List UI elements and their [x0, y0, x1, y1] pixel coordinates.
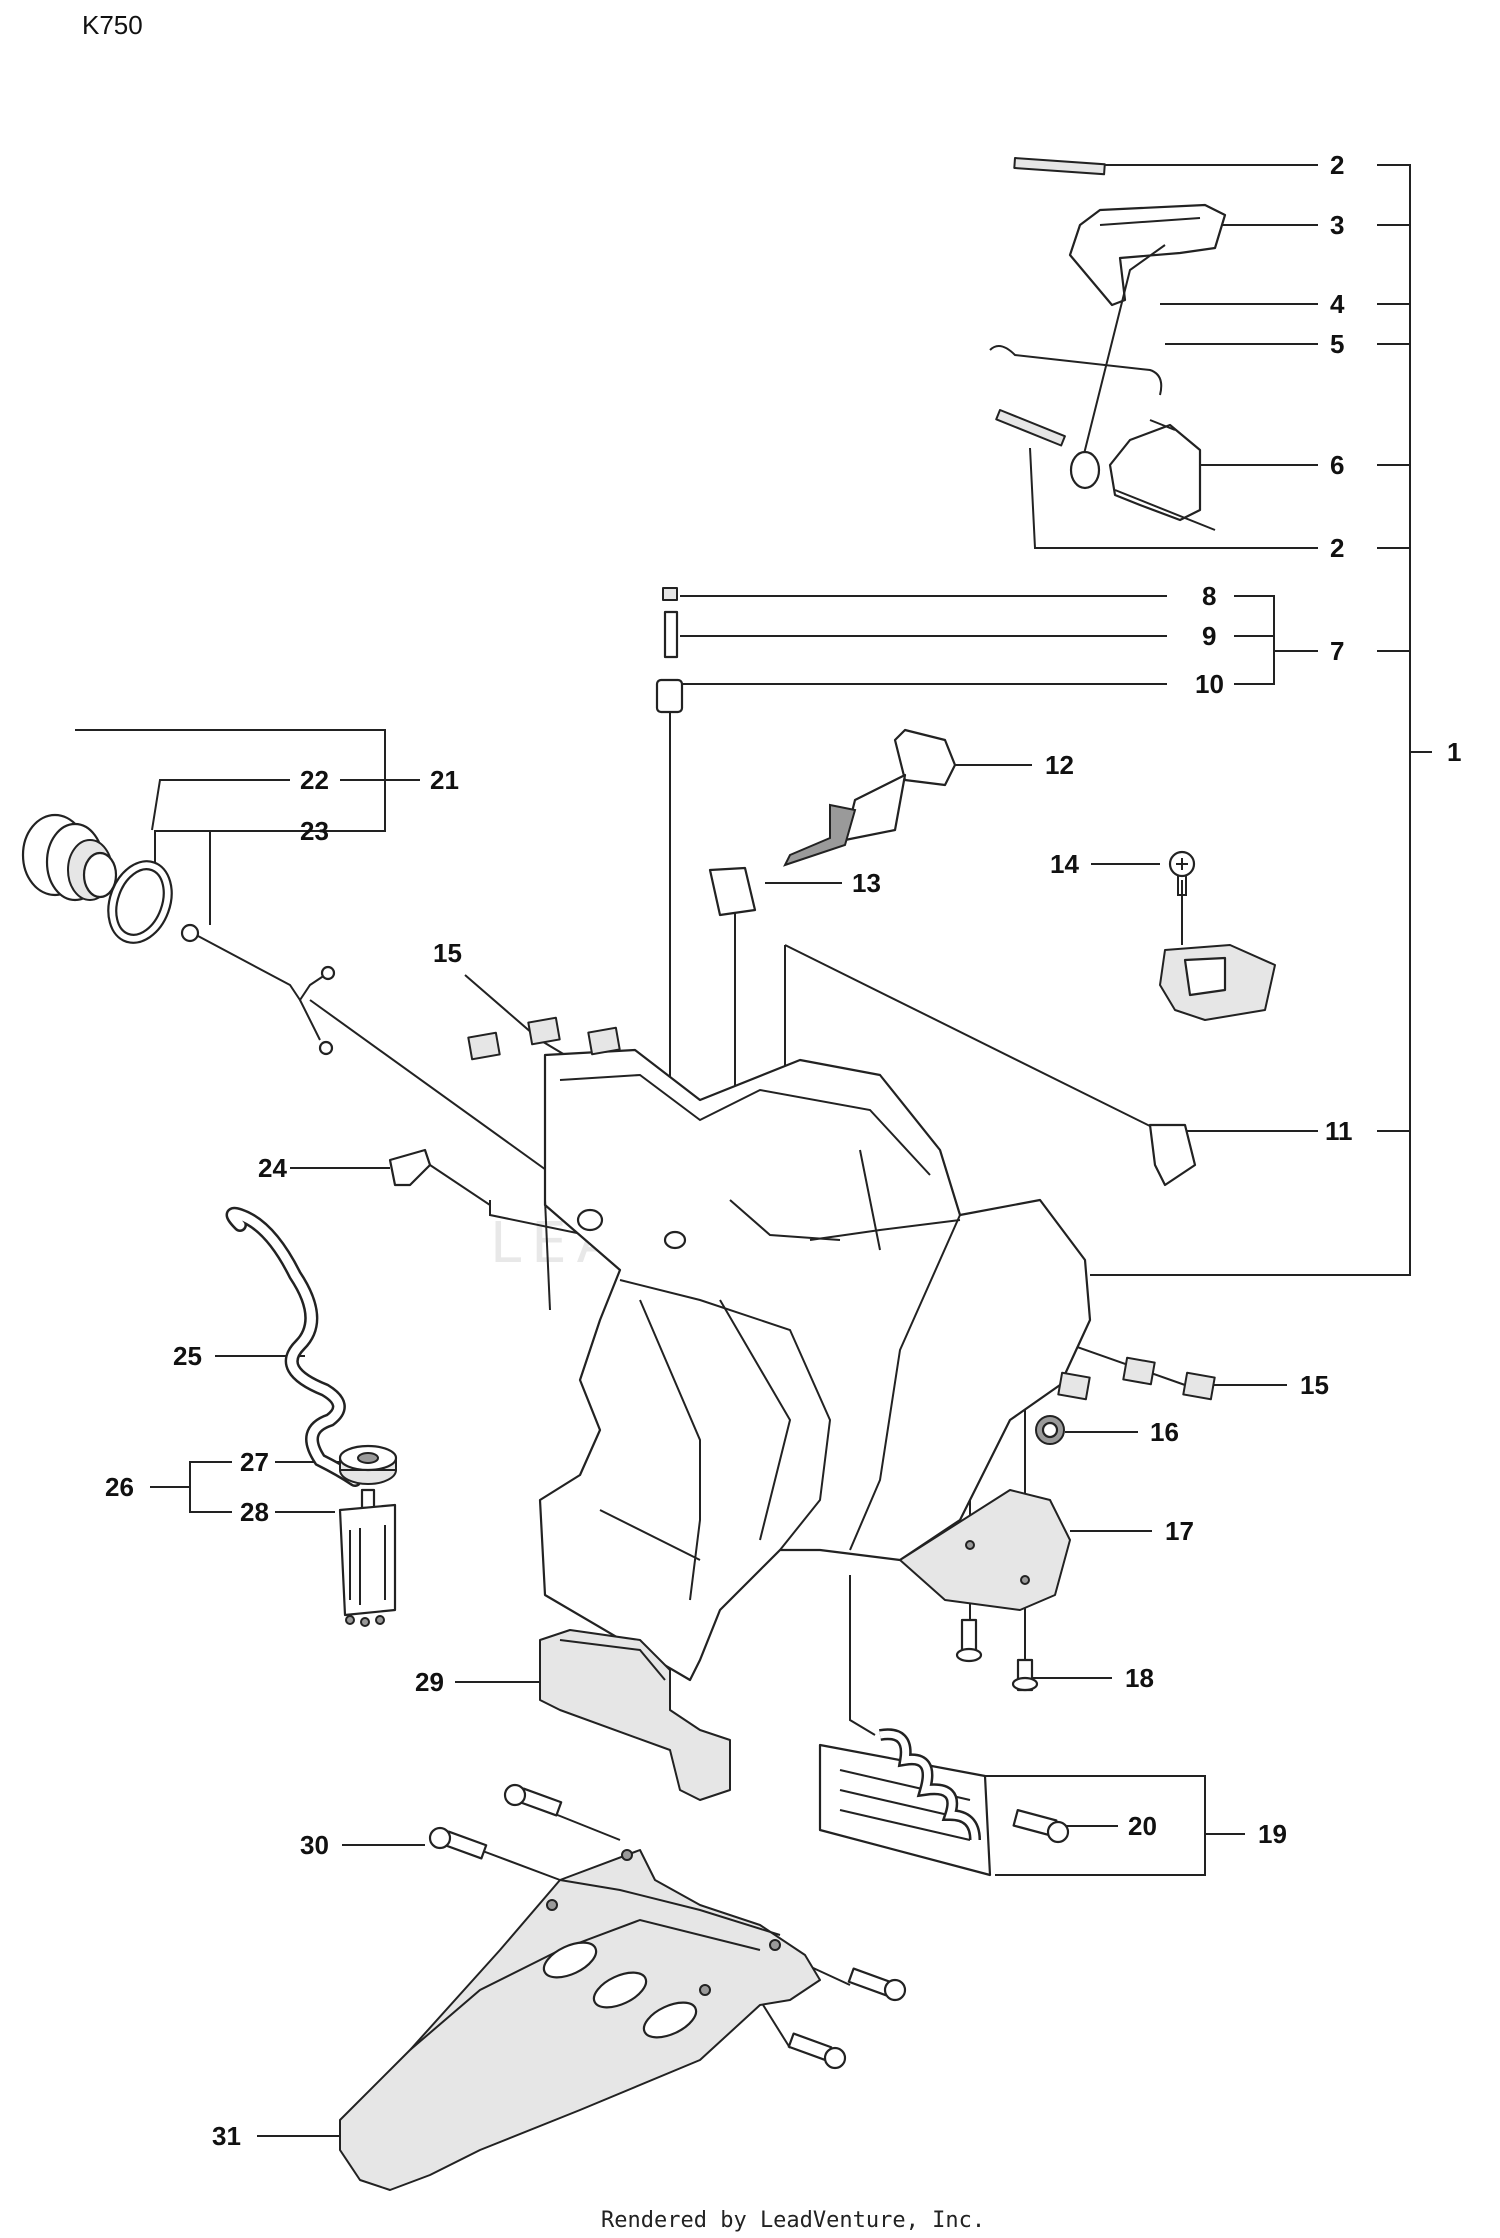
callout-13: 13: [852, 868, 881, 898]
part-31-skid-plate: [339, 1849, 821, 2191]
footer-credit: Rendered by LeadVenture, Inc.: [601, 2208, 985, 2233]
callout-28: 28: [240, 1497, 269, 1527]
part-12-valve: [783, 728, 957, 867]
part-24-clip: [388, 1148, 432, 1187]
callout-7: 7: [1330, 636, 1344, 666]
callout-11: 11: [1325, 1116, 1353, 1146]
callout-23: 23: [300, 816, 329, 846]
callout-27: 27: [240, 1447, 269, 1477]
callout-15-lower: 15: [1300, 1370, 1329, 1400]
callout-21: 21: [430, 765, 459, 795]
callout-12: 12: [1045, 750, 1074, 780]
callout-6: 6: [1330, 450, 1344, 480]
callout-22: 22: [300, 765, 329, 795]
callout-31: 31: [212, 2121, 241, 2151]
callout-2-lower: 2: [1330, 533, 1344, 563]
part-ignition-module: [1159, 944, 1276, 1021]
part-18-screws: [955, 1618, 1039, 1692]
part-15-nuts-upper: [467, 1016, 621, 1061]
part-29-cover: [539, 1629, 731, 1801]
callout-24: 24: [258, 1153, 287, 1183]
callout-1: 1: [1447, 737, 1461, 767]
part-2-pin-upper: [1013, 157, 1106, 176]
part-14-screw: [1168, 850, 1196, 896]
part-11-bracket: [1148, 1123, 1197, 1187]
callout-4: 4: [1330, 289, 1345, 319]
callout-10: 10: [1195, 669, 1224, 699]
callout-8: 8: [1202, 581, 1216, 611]
callout-30: 30: [300, 1830, 329, 1860]
callout-15-upper: 15: [433, 938, 462, 968]
part-16-grommet: [1035, 1415, 1065, 1445]
part-6-throttle-lock: [1069, 419, 1216, 531]
callout-17: 17: [1165, 1516, 1194, 1546]
part-28-fuel-filter: [338, 1488, 397, 1627]
callout-5: 5: [1330, 329, 1344, 359]
part-25-fuel-hose: [225, 1206, 362, 1487]
callout-14: 14: [1050, 849, 1079, 879]
part-2-pin-lower: [995, 408, 1066, 447]
part-21-fuel-cap: [21, 813, 118, 902]
part-20-spring: [879, 1728, 1070, 1844]
callout-20: 20: [1128, 1811, 1157, 1841]
part-22-seal-ring: [107, 860, 173, 944]
callout-labels: 1 2 3 4 5 6 2 7 8 9 10 11 12 13 14 15 15…: [105, 150, 1461, 2151]
part-30-bolts: [428, 1783, 907, 2070]
part-27-grommet: [338, 1444, 398, 1485]
part-13-clip: [708, 866, 757, 917]
callout-29: 29: [415, 1667, 444, 1697]
leader-lines: [75, 164, 1432, 2137]
callout-3: 3: [1330, 210, 1344, 240]
callout-26: 26: [105, 1472, 134, 1502]
part-3-throttle-trigger: [1068, 203, 1227, 307]
part-4-spring-rod: [1079, 244, 1166, 471]
callout-9: 9: [1202, 621, 1216, 651]
part-17-support-pad: [899, 1489, 1071, 1611]
callout-19: 19: [1258, 1819, 1287, 1849]
part-5-wire: [989, 345, 1163, 396]
callout-2-upper: 2: [1330, 150, 1344, 180]
part-1-fuel-tank-housing: [538, 1048, 1092, 1682]
model-title: K750: [82, 10, 143, 40]
part-15-nuts-lower: [1057, 1356, 1216, 1401]
part-23-strap: [180, 923, 336, 1056]
callout-16: 16: [1150, 1417, 1179, 1447]
callout-25: 25: [173, 1341, 202, 1371]
callout-18: 18: [1125, 1663, 1154, 1693]
